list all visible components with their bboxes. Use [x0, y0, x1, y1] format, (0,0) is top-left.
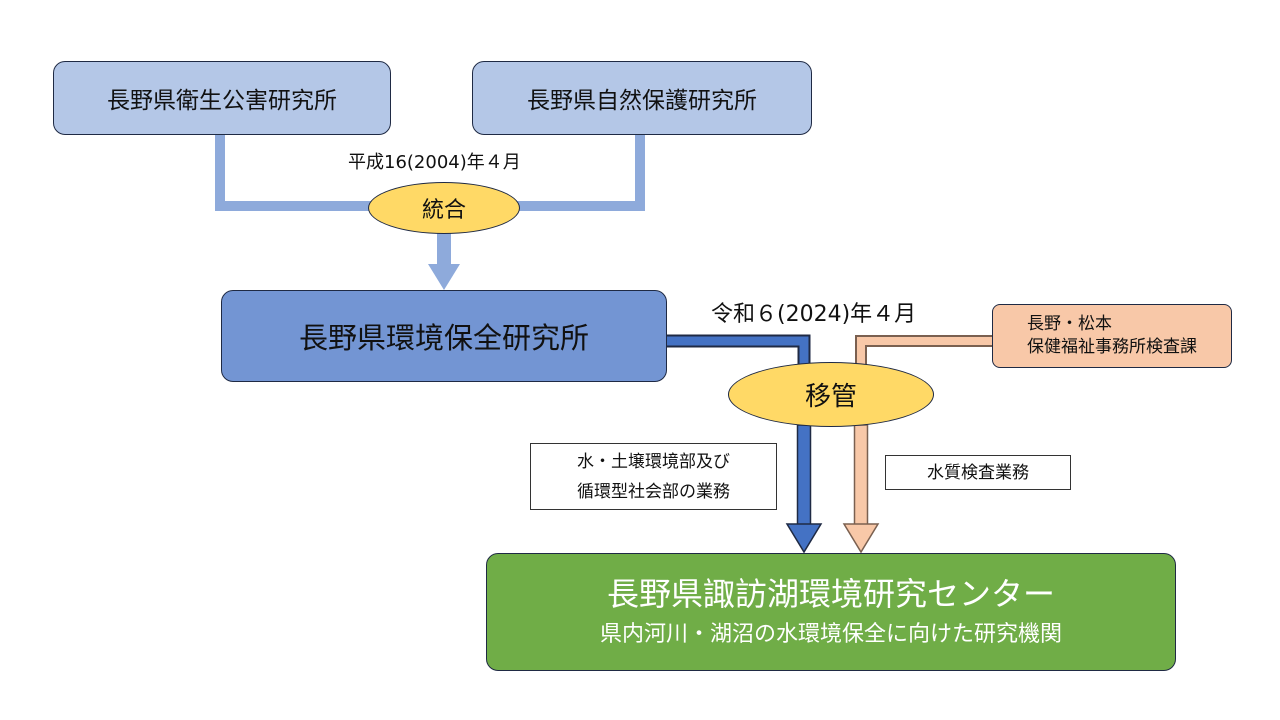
transfer-oval-label: 移管	[804, 382, 857, 412]
salmon-flow-note-label: 水質検査業務	[927, 462, 1029, 483]
environment-institute-label: 長野県環境保全研究所	[298, 321, 589, 355]
salmon-arrow-shaft	[853, 424, 869, 526]
blue-flow-note-line2: 循環型社会部の業務	[577, 481, 730, 502]
connector-right-to-merge	[515, 135, 645, 211]
health-office-line1: 長野・松本	[1027, 314, 1112, 334]
suwa-lake-center-name: 長野県諏訪湖環境研究センター	[606, 575, 1055, 613]
transfer-oval: 移管	[728, 362, 934, 427]
salmon-arrow-head	[842, 523, 880, 554]
merge-date: 平成16(2004)年４月	[348, 152, 521, 173]
connector-left-to-merge	[215, 135, 380, 211]
suwa-lake-center-box: 長野県諏訪湖環境研究センター 県内河川・湖沼の水環境保全に向けた研究機関	[486, 553, 1176, 671]
health-office-box: 長野・松本 保健福祉事務所検査課	[992, 304, 1232, 368]
environment-institute-box: 長野県環境保全研究所	[221, 290, 667, 382]
blue-arrow-shaft	[796, 424, 812, 526]
merge-oval-label: 統合	[421, 198, 466, 223]
blue-flow-note: 水・土壌環境部及び 循環型社会部の業務	[530, 443, 777, 510]
source-box-health-pollution-label: 長野県衛生公害研究所	[107, 88, 337, 114]
salmon-flow-note: 水質検査業務	[885, 455, 1071, 490]
merge-arrow-shaft	[437, 230, 451, 264]
source-box-nature-conservation: 長野県自然保護研究所	[472, 61, 812, 135]
suwa-lake-center-subtitle: 県内河川・湖沼の水環境保全に向けた研究機関	[599, 622, 1062, 647]
blue-flow-note-line1: 水・土壌環境部及び	[577, 451, 730, 472]
blue-arrow-head	[785, 523, 823, 554]
transfer-date: 令和６(2024)年４月	[711, 302, 917, 327]
merge-oval: 統合	[368, 182, 520, 234]
source-box-health-pollution: 長野県衛生公害研究所	[53, 61, 391, 135]
health-office-line2: 保健福祉事務所検査課	[1027, 337, 1197, 357]
merge-arrow-head	[428, 264, 460, 290]
source-box-nature-conservation-label: 長野県自然保護研究所	[527, 88, 757, 114]
